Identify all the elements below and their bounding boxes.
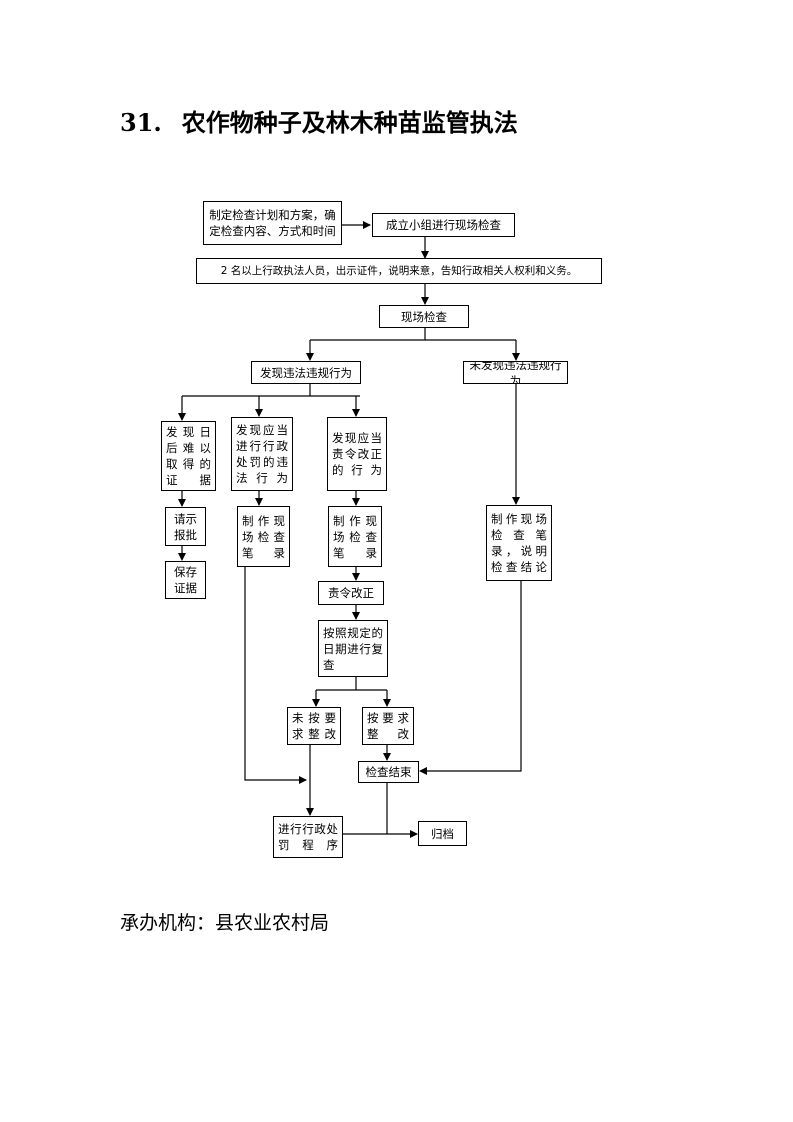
node-inform: 2 名以上行政执法人员，出示证件，说明来意，告知行政相关人权利和义务。 [196, 258, 602, 284]
node-penalty-procedure-text: 进行行政处罚程序 [278, 822, 338, 852]
node-request-approval-text: 请示报批 [174, 511, 197, 542]
node-corrected-text: 按要求整改 [367, 711, 409, 741]
node-order-correct-text: 责令改正 [328, 586, 374, 600]
edge-recordpenalty-procedure [244, 567, 307, 784]
node-not-found: 未发现违法违规行为 [463, 361, 568, 384]
node-inspection-end-text: 检查结束 [365, 765, 412, 779]
node-record-no-violation: 制作现场检查笔录，说明检查结论 [486, 505, 552, 581]
node-record-penalty-text: 制作现场检查笔录 [242, 513, 285, 560]
node-hard-evidence-text: 发现日后难以取得的证据 [166, 425, 211, 487]
node-archive: 归档 [418, 821, 467, 846]
node-penalty-violation-text: 发现应当进行行政处罚的违法行为 [236, 423, 288, 485]
node-record-penalty: 制作现场检查笔录 [237, 506, 290, 567]
node-correct-violation: 发现应当责令改正的行为 [327, 417, 387, 491]
node-recheck: 按照规定的日期进行复查 [318, 620, 388, 677]
node-recheck-text: 按照规定的日期进行复查 [323, 625, 383, 672]
node-plan-text: 制定检查计划和方案，确定检查内容、方式和时间 [209, 208, 336, 238]
node-team: 成立小组进行现场检查 [372, 213, 515, 237]
node-found: 发现违法违规行为 [251, 361, 361, 384]
node-inspect-text: 现场检查 [401, 309, 447, 324]
title-text: 农作物种子及林木种苗监管执法 [181, 108, 518, 137]
node-team-text: 成立小组进行现场检查 [386, 218, 501, 232]
node-correct-violation-text: 发现应当责令改正的行为 [332, 431, 382, 477]
node-archive-text: 归档 [431, 826, 454, 841]
page-title: 31. 农作物种子及林木种苗监管执法 [120, 103, 518, 138]
node-penalty-violation: 发现应当进行行政处罚的违法行为 [231, 417, 293, 491]
responsible-agency: 承办机构：县农业农村局 [120, 912, 330, 934]
node-found-text: 发现违法违规行为 [260, 365, 352, 380]
node-not-found-text: 未发现违法违规行为 [469, 361, 562, 384]
node-inspection-end: 检查结束 [358, 761, 419, 783]
node-request-approval: 请示报批 [165, 507, 206, 546]
node-record-correct-text: 制作现场检查笔录 [333, 513, 377, 560]
node-corrected: 按要求整改 [362, 707, 414, 745]
node-plan: 制定检查计划和方案，确定检查内容、方式和时间 [203, 201, 342, 245]
node-preserve-evidence: 保存证据 [165, 561, 206, 599]
node-record-correct: 制作现场检查笔录 [328, 506, 382, 567]
node-order-correct: 责令改正 [318, 581, 384, 605]
node-not-corrected: 未按要求整改 [287, 707, 341, 745]
edge-record-end [419, 581, 522, 775]
title-number: 31. [120, 108, 162, 137]
node-hard-evidence: 发现日后难以取得的证据 [161, 421, 216, 491]
node-record-no-violation-text: 制作现场检查笔录，说明检查结论 [491, 512, 547, 574]
node-inspect: 现场检查 [379, 305, 469, 328]
node-inform-text: 2 名以上行政执法人员，出示证件，说明来意，告知行政相关人权利和义务。 [220, 265, 578, 277]
node-not-corrected-text: 未按要求整改 [292, 711, 336, 741]
node-preserve-evidence-text: 保存证据 [174, 565, 197, 595]
node-penalty-procedure: 进行行政处罚程序 [273, 816, 343, 858]
